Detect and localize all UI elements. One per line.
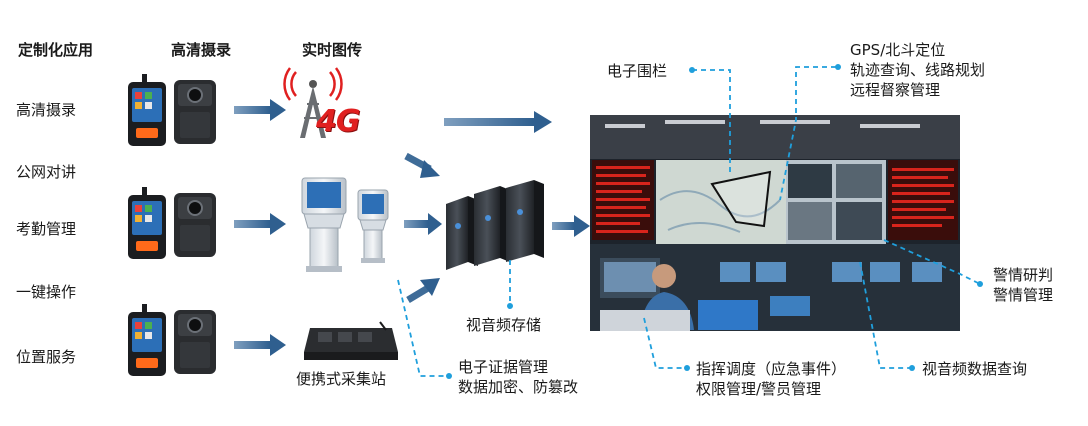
command-center-image <box>590 115 960 331</box>
evidence-annotation: 电子证据管理 数据加密、防篡改 <box>458 357 578 397</box>
body-camera-icon <box>174 193 216 257</box>
arrow-kiosk-to-server <box>404 213 442 235</box>
police-line2: 警情管理 <box>993 286 1054 304</box>
device-group-row2 <box>128 187 216 259</box>
kiosk-icon <box>301 177 347 272</box>
4g-badge: 4G <box>316 104 360 139</box>
device-group-row1 <box>128 74 216 146</box>
arrow-server-to-screen <box>552 215 590 237</box>
fence-annotation: 电子围栏 <box>607 62 668 80</box>
gps-line3: 远程督察管理 <box>850 81 941 99</box>
portable-station-label: 便携式采集站 <box>296 370 387 388</box>
evidence-line1: 电子证据管理 <box>458 358 549 376</box>
arrow-4g-to-screen <box>444 111 552 133</box>
dispatch-line2: 权限管理/警员管理 <box>696 380 822 398</box>
phone-icon <box>128 187 166 259</box>
device-group-row3 <box>128 304 216 376</box>
header-hd-record: 高清摄录 <box>171 41 232 59</box>
leader-fence <box>692 69 731 174</box>
kiosk-icon <box>357 189 389 263</box>
feature-item: 高清摄录 <box>16 101 77 119</box>
phone-icon <box>128 74 166 146</box>
header-custom-app: 定制化应用 <box>18 41 94 59</box>
leader-dot <box>909 365 915 371</box>
gps-line1: GPS/北斗定位 <box>850 41 946 59</box>
police-annotation: 警情研判 警情管理 <box>993 265 1053 305</box>
dispatch-annotation: 指挥调度（应急事件） 权限管理/警员管理 <box>696 359 846 399</box>
evidence-line2: 数据加密、防篡改 <box>458 378 579 396</box>
leader-dot <box>977 281 983 287</box>
leader-dot <box>835 64 841 70</box>
feature-item: 公网对讲 <box>16 163 77 181</box>
av-query-annotation: 视音频数据查询 <box>922 360 1028 378</box>
arrow-device-to-kiosk <box>234 213 286 235</box>
4g-tower-icon <box>283 67 343 138</box>
arrow-station-to-server <box>406 278 440 304</box>
body-camera-icon <box>174 80 216 144</box>
leader-gps <box>779 66 836 201</box>
feature-item: 位置服务 <box>16 348 77 366</box>
portable-station-icon <box>304 321 398 360</box>
leader-police <box>883 239 979 284</box>
arrow-device-to-station <box>234 334 286 356</box>
gps-annotation: GPS/北斗定位 轨迹查询、线路规划 远程督察管理 <box>850 40 985 100</box>
dispatch-line1: 指挥调度（应急事件） <box>696 360 847 378</box>
feature-item: 考勤管理 <box>16 220 77 238</box>
leader-dot <box>689 67 695 73</box>
phone-icon <box>128 304 166 376</box>
gps-line2: 轨迹查询、线路规划 <box>850 61 986 79</box>
arrow-to-server-upper <box>404 152 440 178</box>
arrow-device-to-4g <box>234 99 286 121</box>
leader-av-query <box>859 261 910 369</box>
body-camera-icon <box>174 310 216 374</box>
header-realtime-transfer: 实时图传 <box>302 41 363 59</box>
feature-item: 一键操作 <box>16 283 77 301</box>
leader-dot <box>446 373 452 379</box>
leader-dot <box>684 365 690 371</box>
geofence-polygon <box>710 170 772 228</box>
leader-dot <box>507 303 513 309</box>
police-line1: 警情研判 <box>993 266 1054 284</box>
storage-label: 视音频存储 <box>466 316 542 334</box>
server-rack-icon <box>446 180 544 270</box>
